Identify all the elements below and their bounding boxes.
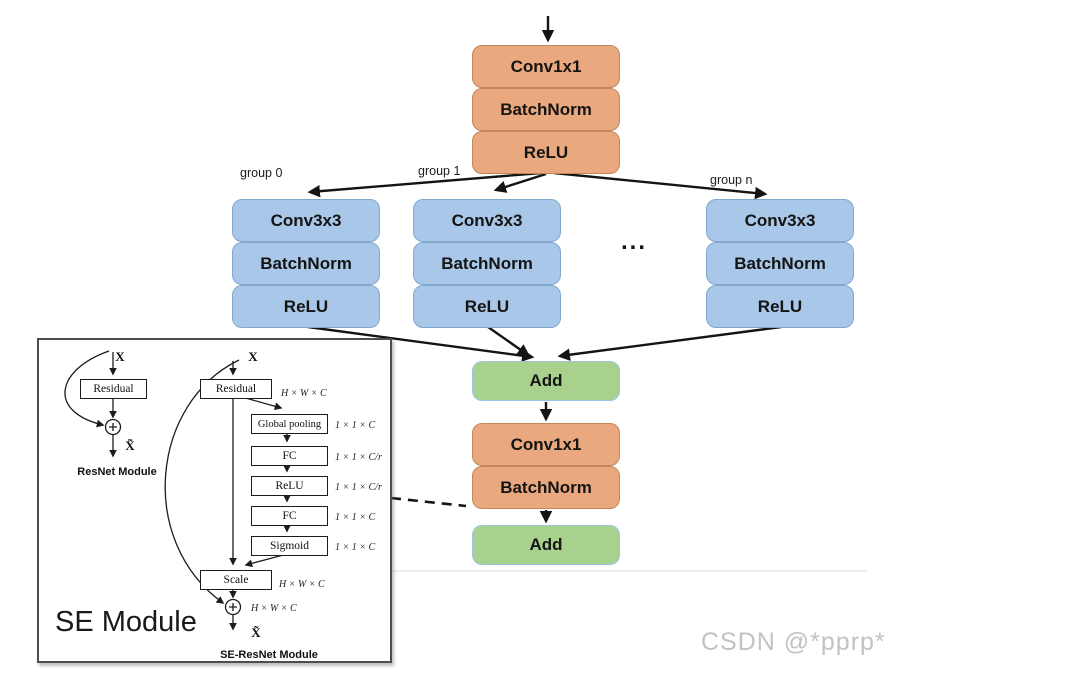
global-pooling-box: Global pooling	[251, 414, 328, 434]
se-module-title: SE Module	[55, 606, 197, 638]
se-residual-box: Residual	[200, 379, 272, 399]
resnet-input-label: X	[115, 349, 125, 364]
fc1-box: FC	[251, 446, 328, 466]
dashed-connector	[390, 496, 467, 508]
add-block: Add	[472, 361, 620, 401]
watermark: CSDN @*pprp*	[701, 628, 886, 656]
relu-block-group0: ReLU	[232, 285, 380, 328]
se-residual-dim: H × W × C	[281, 388, 327, 399]
scale-box: Scale	[200, 570, 272, 590]
group-n-label: group n	[710, 173, 753, 187]
relu-block-groupn: ReLU	[706, 285, 854, 328]
resnet-output-label: X̃	[125, 438, 135, 453]
final-add-block: Add	[472, 525, 620, 565]
batchnorm-block-out: BatchNorm	[472, 466, 620, 509]
conv3x3-block-group1: Conv3x3	[413, 199, 561, 242]
fc2-dim: 1 × 1 × C	[335, 512, 376, 523]
arrow-branch-group1	[493, 172, 547, 193]
conv1x1-block-out: Conv1x1	[472, 423, 620, 466]
se-input-label: X	[248, 349, 258, 364]
conv3x3-block-group0: Conv3x3	[232, 199, 380, 242]
global-pooling-dim: 1 × 1 × C	[335, 420, 376, 431]
divider-line	[391, 570, 867, 572]
conv1x1-block-top: Conv1x1	[472, 45, 620, 88]
scale-dim: H × W × C	[279, 579, 325, 590]
relu-block-top: ReLU	[472, 131, 620, 174]
batchnorm-block-group0: BatchNorm	[232, 242, 380, 285]
se-resnet-module-caption: SE-ResNet Module	[220, 649, 318, 661]
fc1-dim: 1 × 1 × C/r	[335, 452, 382, 463]
resnet-residual-box: Residual	[80, 379, 147, 399]
group-1-label: group 1	[418, 164, 461, 178]
se-module-inset: X Residual X̃ ResNet Module X Residual H…	[37, 338, 392, 663]
conv3x3-block-groupn: Conv3x3	[706, 199, 854, 242]
batchnorm-block-top: BatchNorm	[472, 88, 620, 131]
group-0-label: group 0	[240, 166, 283, 180]
se-plus-dim: H × W × C	[251, 603, 297, 614]
relu-dim: 1 × 1 × C/r	[335, 482, 382, 493]
groups-ellipsis: ...	[620, 228, 647, 255]
fc2-box: FC	[251, 506, 328, 526]
sigmoid-box: Sigmoid	[251, 536, 328, 556]
relu-block-group1: ReLU	[413, 285, 561, 328]
relu-box: ReLU	[251, 476, 328, 496]
se-output-label: X̃	[251, 625, 261, 640]
resnet-module-caption: ResNet Module	[77, 466, 157, 478]
arrow-merge-groupn	[557, 325, 782, 361]
batchnorm-block-groupn: BatchNorm	[706, 242, 854, 285]
arrow-merge-group1	[487, 326, 531, 357]
batchnorm-block-group1: BatchNorm	[413, 242, 561, 285]
sigmoid-dim: 1 × 1 × C	[335, 542, 376, 553]
